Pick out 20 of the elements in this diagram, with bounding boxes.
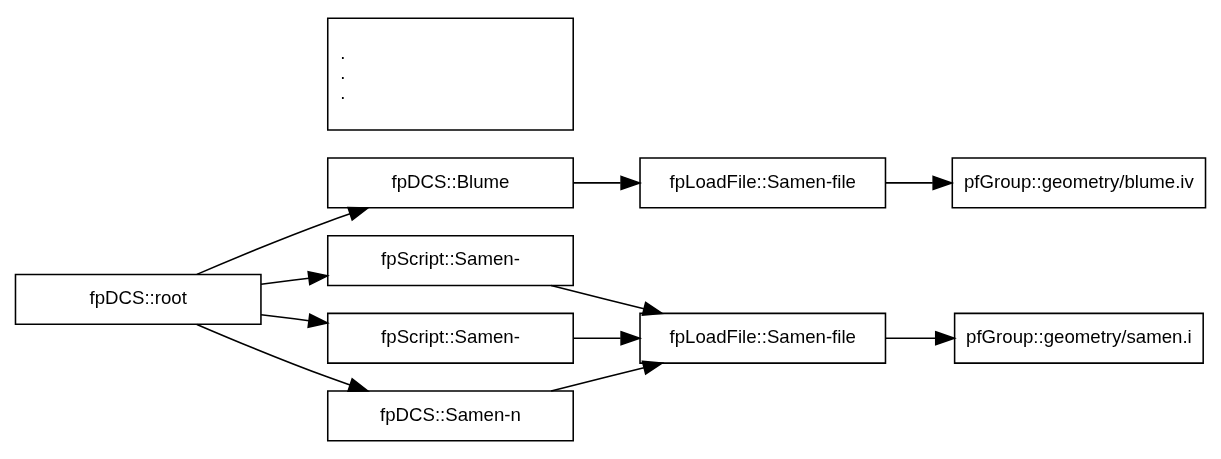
node-box: fpDCS::Samen-n [326, 390, 574, 442]
node-box: fpDCS::Blume [326, 157, 574, 209]
node-box: fpScript::Samen- [326, 312, 574, 364]
node-box: fpLoadFile::Samen-file [639, 312, 887, 364]
arrow [196, 323, 370, 392]
node-box: . . . [326, 17, 574, 131]
arrow [572, 175, 643, 191]
node-box: pfGroup::geometry/samen.i [953, 312, 1204, 364]
arrow [885, 330, 957, 346]
node-box: fpLoadFile::Samen-file [639, 157, 887, 209]
arrow [550, 284, 665, 317]
arrow [260, 270, 330, 286]
arrow [196, 206, 370, 276]
arrow [572, 330, 643, 346]
node-box: fpScript::Samen- [326, 234, 574, 287]
arrow [260, 313, 330, 329]
arrow [550, 360, 665, 392]
node-box: pfGroup::geometry/blume.iv [951, 157, 1207, 209]
node-box: fpDCS::root [14, 273, 262, 326]
arrow [885, 175, 955, 191]
